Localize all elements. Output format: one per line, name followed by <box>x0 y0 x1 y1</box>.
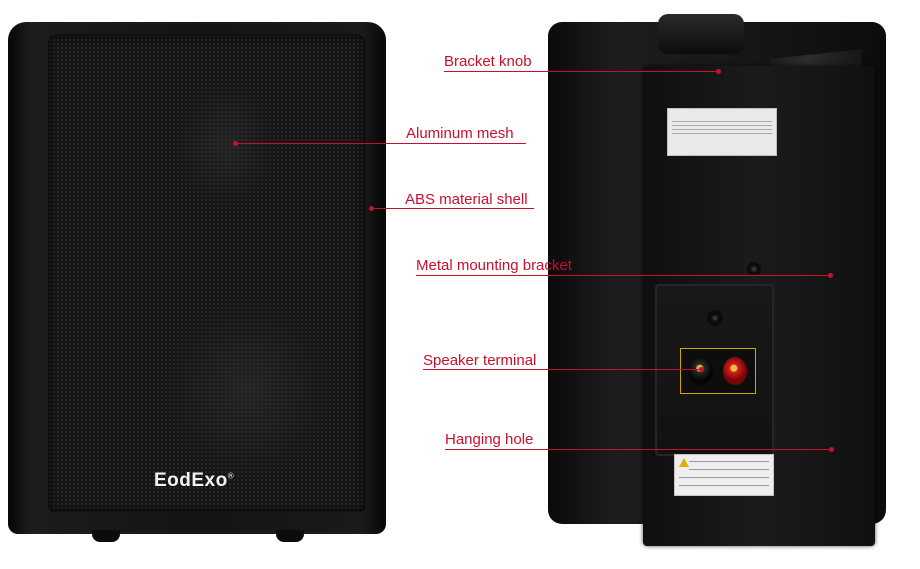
warning-label <box>674 454 774 496</box>
trademark-symbol: ® <box>227 471 235 481</box>
product-spec-label <box>667 108 777 156</box>
warning-label-rule <box>689 461 769 462</box>
callout-dot <box>716 69 721 74</box>
callout-line <box>444 71 720 72</box>
speaker-back-view <box>548 14 888 548</box>
brand-logo: EodExo® <box>154 470 234 492</box>
callout-line <box>236 143 526 144</box>
callout-abs-shell: ABS material shell <box>405 191 528 208</box>
terminal-panel <box>655 284 774 456</box>
callout-bracket-knob: Bracket knob <box>444 53 532 70</box>
aluminum-mesh-grille <box>48 34 366 512</box>
callout-dot <box>233 141 238 146</box>
bracket-knob <box>658 14 744 54</box>
right-foot <box>276 530 304 542</box>
callout-dot <box>369 206 374 211</box>
callout-line <box>423 369 701 370</box>
callout-aluminum-mesh: Aluminum mesh <box>406 125 514 142</box>
callout-line <box>445 449 831 450</box>
warning-triangle-icon <box>679 458 689 467</box>
speaker-terminal <box>680 348 756 394</box>
callout-dot <box>828 273 833 278</box>
screw <box>707 310 723 326</box>
callout-line <box>416 275 830 276</box>
warning-label-rule <box>679 477 769 478</box>
screw <box>747 262 761 276</box>
left-foot <box>92 530 120 542</box>
callout-line <box>372 208 534 209</box>
brand-logo-text: EodExo <box>154 470 228 491</box>
warning-label-rule <box>689 469 769 470</box>
callout-speaker-terminal: Speaker terminal <box>423 352 537 369</box>
woofer-shadow <box>148 284 348 494</box>
callout-hanging-hole: Hanging hole <box>445 431 534 448</box>
speaker-front-view: EodExo® <box>8 22 386 542</box>
warning-label-rule <box>679 485 769 486</box>
positive-terminal-post <box>723 357 747 385</box>
spec-label-rule <box>672 133 772 134</box>
callout-dot <box>829 447 834 452</box>
spec-label-rule <box>672 121 772 122</box>
callout-dot <box>699 367 704 372</box>
spec-label-rule <box>672 125 772 126</box>
spec-label-rule <box>672 129 772 130</box>
callout-metal-bracket: Metal mounting bracket <box>416 257 572 274</box>
spec-label-title-block <box>668 111 776 118</box>
tweeter-shadow <box>166 70 286 220</box>
